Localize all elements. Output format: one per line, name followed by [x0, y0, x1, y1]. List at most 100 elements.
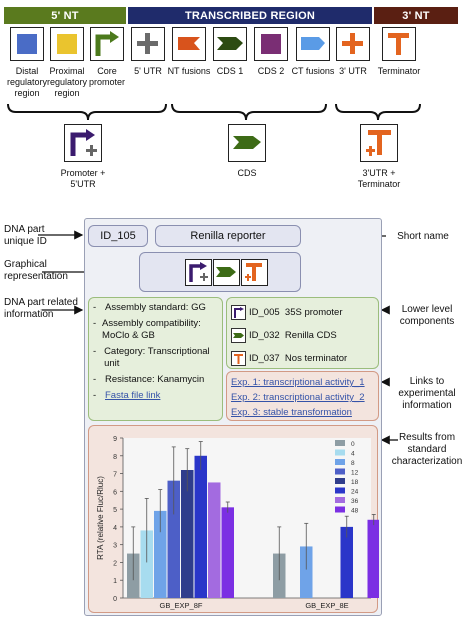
legend-swatch	[335, 497, 345, 503]
utr-terminator-composite-icon	[360, 124, 398, 162]
bar	[181, 470, 194, 598]
annotation-results: Results from standard characterization	[391, 432, 463, 467]
annotation-unique-id: DNA part unique ID	[4, 224, 47, 247]
part-label: Core promoter	[88, 66, 125, 87]
green-cds-arrow-icon	[231, 328, 246, 343]
experiment-link[interactable]: Exp. 2: transcriptional activity_2	[231, 392, 365, 403]
part-label: CDS 2	[257, 66, 285, 76]
gray-plus-icon	[131, 27, 165, 61]
bar	[154, 510, 167, 598]
component-name: 35S promoter	[284, 307, 343, 318]
legend-label: 4	[351, 451, 355, 458]
grouping-braces	[7, 103, 421, 121]
purple-square-icon	[254, 27, 288, 61]
promoter-utr-composite-icon	[185, 259, 212, 286]
info-item: -Category: Transcriptional unit	[93, 346, 210, 369]
annotation-graphical: Graphical representation	[4, 259, 68, 282]
bar	[340, 526, 353, 598]
legend-swatch	[335, 440, 345, 446]
blue-square-icon	[10, 27, 44, 61]
related-info-panel: -Assembly standard: GG -Assembly compati…	[88, 297, 223, 421]
y-tick-label: 6	[113, 489, 117, 496]
utr-terminator-composite-icon	[231, 351, 246, 366]
annotation-short-name: Short name	[397, 231, 449, 242]
green-promoter-arrow-icon	[90, 27, 124, 61]
component-id: ID_032	[249, 330, 280, 341]
legend-swatch	[335, 506, 345, 513]
promoter-utr-composite-icon	[231, 305, 246, 320]
part-label: CT fusions	[291, 66, 335, 76]
y-tick-label: 7	[113, 472, 117, 479]
x-group-label: GB_EXP_8E	[305, 601, 348, 610]
part-label: Terminator	[377, 66, 421, 76]
composite-label: Promoter + 5'UTR	[60, 168, 106, 189]
component-row[interactable]: ID_005 35S promoter	[231, 305, 378, 320]
part-label: 3' UTR	[339, 66, 367, 76]
component-name: Nos terminator	[284, 353, 348, 364]
header-transcribed: TRANSCRIBED REGION	[128, 7, 372, 24]
legend-swatch	[335, 468, 345, 475]
bar	[221, 507, 234, 598]
blue-pentagon-icon	[296, 27, 330, 61]
bar	[367, 519, 380, 598]
component-name: Renilla CDS	[284, 330, 337, 341]
component-row[interactable]: ID_037 Nos terminator	[231, 351, 378, 366]
bar	[140, 530, 153, 598]
utr-terminator-composite-icon	[241, 259, 268, 286]
part-label: CDS 1	[216, 66, 244, 76]
y-tick-label: 9	[113, 436, 117, 443]
bar	[167, 480, 180, 598]
bar	[300, 546, 313, 598]
legend-label: 24	[351, 489, 359, 496]
y-tick-label: 3	[113, 543, 117, 550]
promoter-utr-composite-icon	[64, 124, 102, 162]
fasta-link[interactable]: -Fasta file link	[93, 390, 161, 401]
annotation-related: DNA part related information	[4, 297, 78, 320]
orange-chevron-icon	[172, 27, 206, 61]
experiment-links-panel: Exp. 1: transcriptional activity_1 Exp. …	[226, 371, 379, 421]
legend-label: 36	[351, 498, 359, 505]
info-item: -Assembly compatibility: MoClo & GB	[93, 318, 201, 341]
legend-swatch	[335, 478, 345, 484]
annotation-links: Links to experimental information	[398, 376, 456, 411]
green-cds-arrow-icon	[213, 259, 240, 286]
orange-terminator-icon	[382, 27, 416, 61]
short-name-field: Renilla reporter	[155, 225, 301, 247]
annotation-lower-level: Lower level components	[399, 304, 455, 327]
header-3nt: 3' NT	[374, 7, 458, 24]
y-tick-label: 8	[113, 454, 117, 461]
composite-label: 3'UTR + Terminator	[357, 168, 401, 189]
dark-green-cds-arrow-icon	[213, 27, 247, 61]
legend-label: 18	[351, 479, 359, 486]
bar	[208, 482, 221, 598]
header-5nt: 5' NT	[4, 7, 126, 24]
legend-swatch	[335, 459, 345, 465]
bar	[194, 455, 207, 598]
y-tick-label: 4	[113, 525, 117, 532]
part-id-field: ID_105	[88, 225, 148, 247]
green-cds-arrow-icon	[228, 124, 266, 162]
y-tick-label: 0	[113, 596, 117, 603]
component-id: ID_005	[249, 307, 280, 318]
y-tick-label: 2	[113, 560, 117, 567]
experiment-link[interactable]: Exp. 3: stable transformation	[231, 407, 352, 418]
legend-label: 12	[351, 470, 359, 477]
info-item: -Resistance: Kanamycin	[93, 374, 205, 385]
info-item: -Assembly standard: GG	[93, 302, 206, 313]
part-label: Proximal regulatory region	[46, 66, 88, 98]
part-label: NT fusions	[167, 66, 211, 76]
experiment-link[interactable]: Exp. 1: transcriptional activity_1	[231, 377, 365, 388]
component-id: ID_037	[249, 353, 280, 364]
x-group-label: GB_EXP_8F	[160, 601, 203, 610]
legend-swatch	[335, 487, 345, 494]
legend-label: 8	[351, 460, 355, 467]
yellow-square-icon	[50, 27, 84, 61]
legend-label: 48	[351, 508, 359, 515]
part-label: 5' UTR	[134, 66, 162, 76]
component-row[interactable]: ID_032 Renilla CDS	[231, 328, 378, 343]
y-tick-label: 1	[113, 578, 117, 585]
legend-swatch	[335, 449, 345, 456]
composite-label: CDS	[237, 168, 257, 178]
